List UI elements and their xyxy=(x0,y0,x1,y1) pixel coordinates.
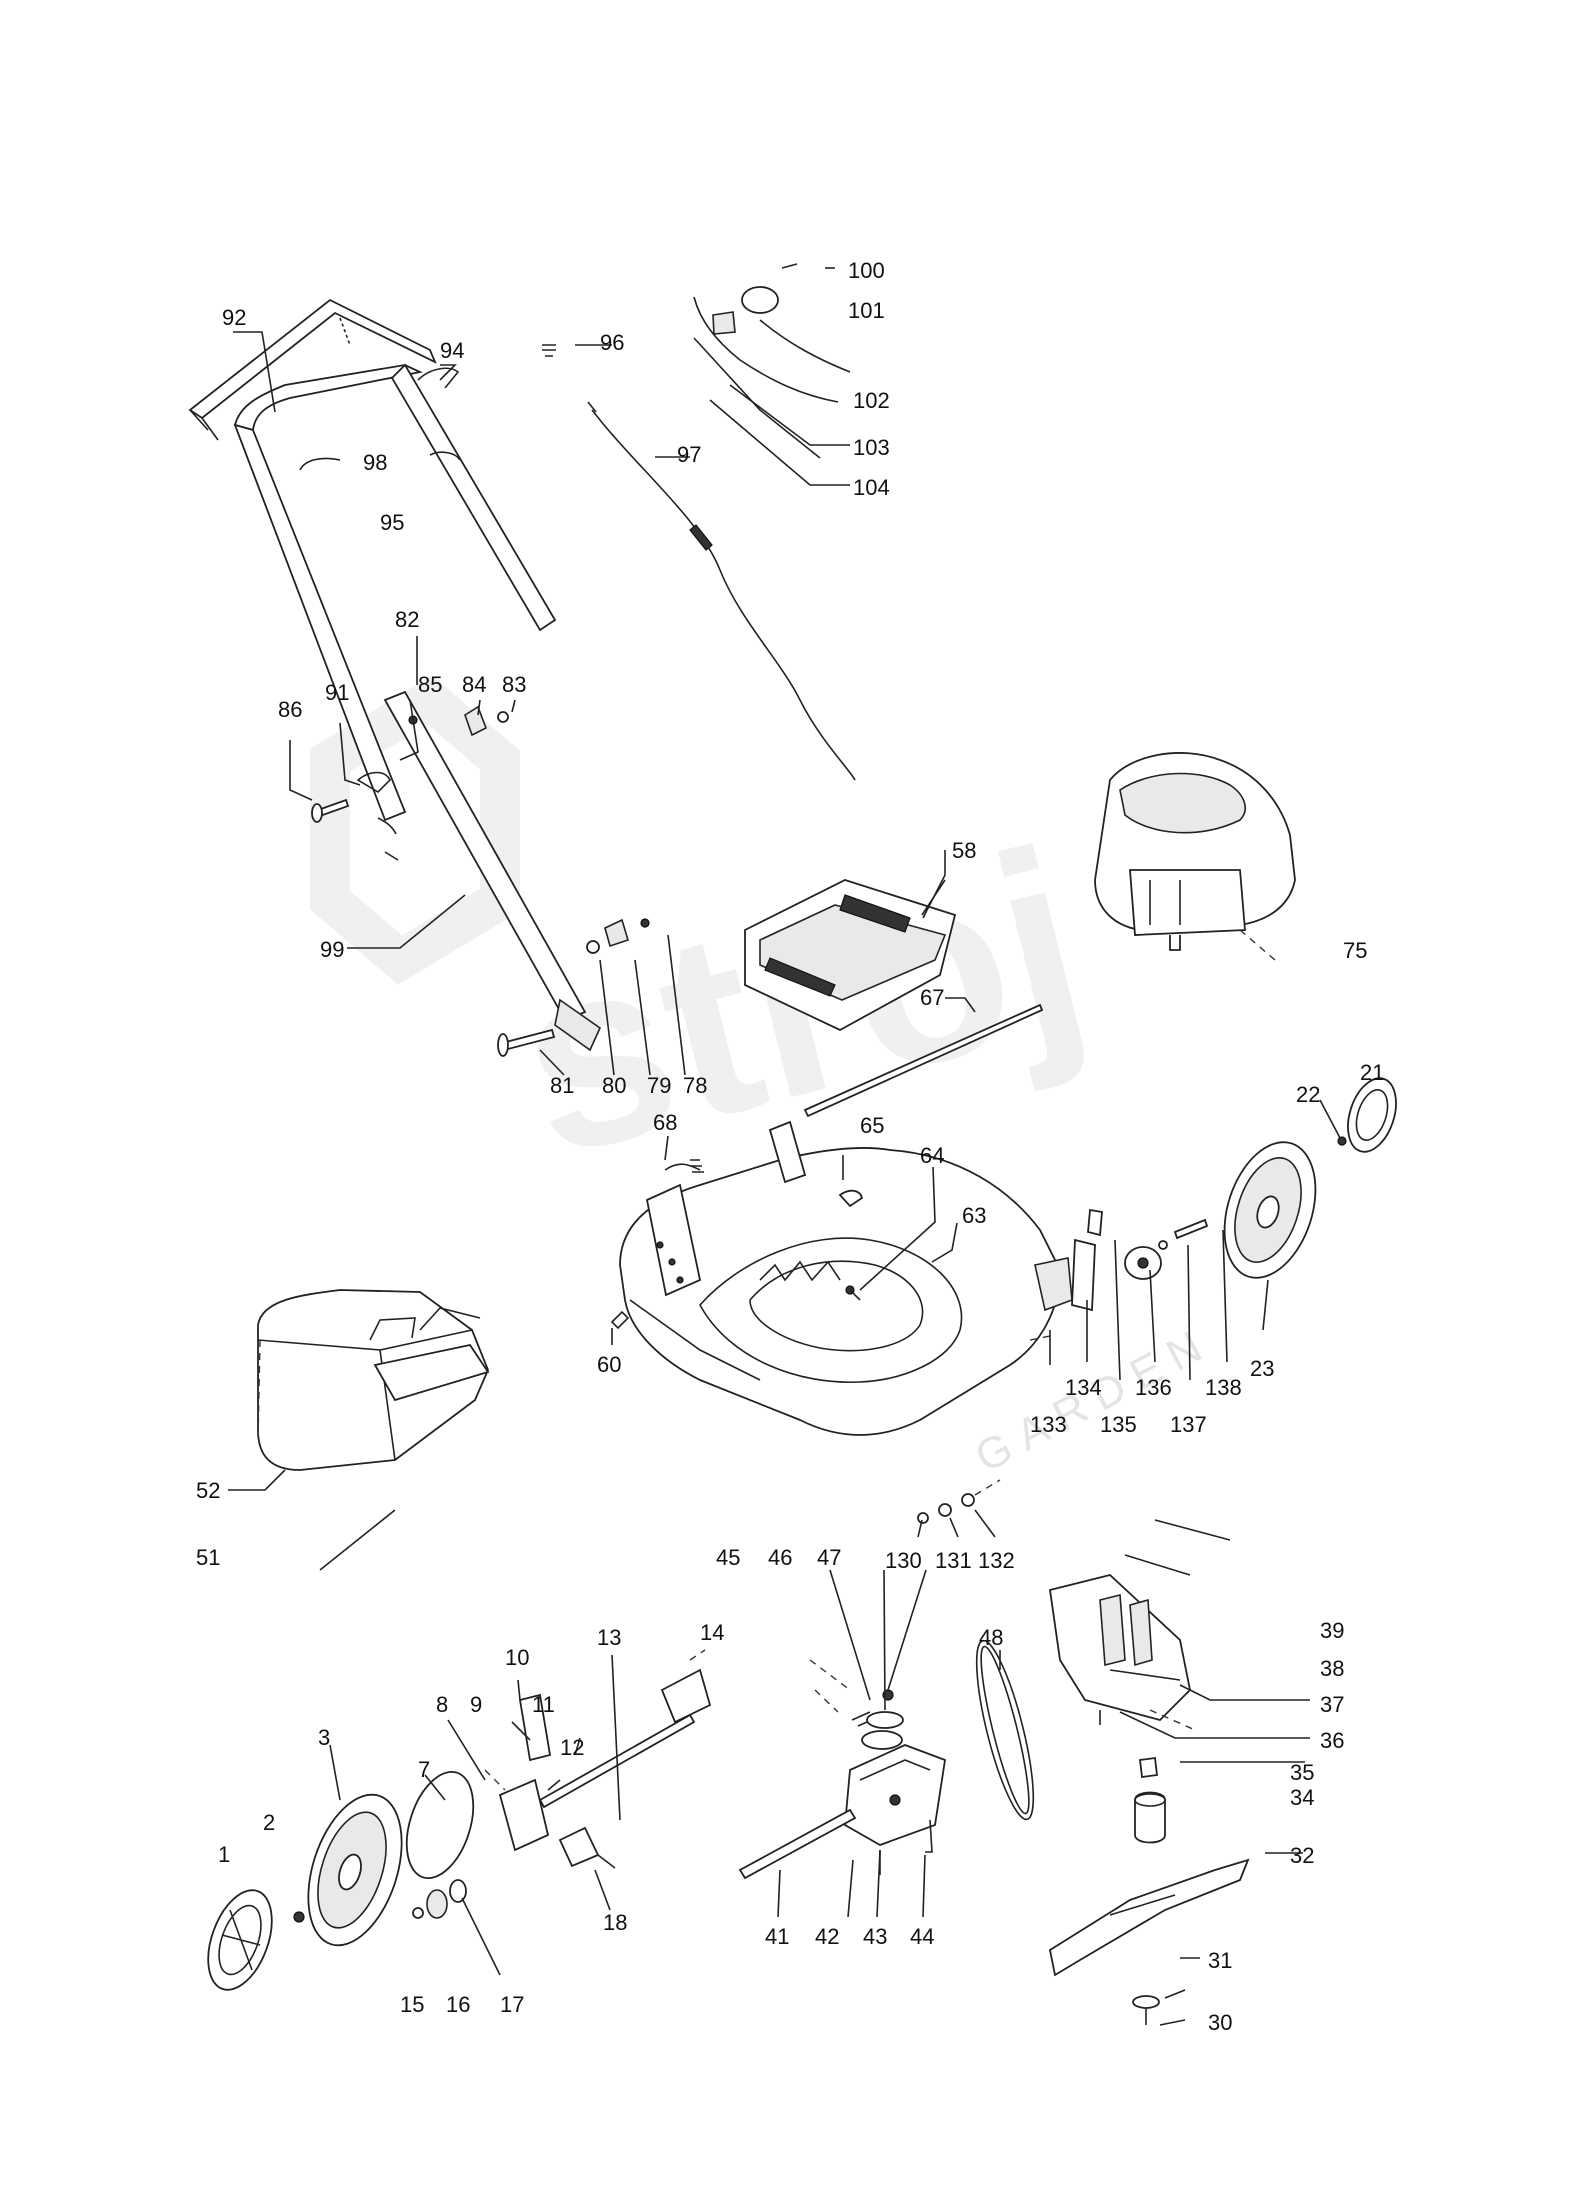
rear-cover xyxy=(745,880,1042,1116)
label-136: 136 xyxy=(1135,1375,1172,1400)
grass-bag xyxy=(258,1290,488,1470)
label-47: 47 xyxy=(817,1545,841,1570)
label-78: 78 xyxy=(683,1073,707,1098)
label-15: 15 xyxy=(400,1992,424,2017)
label-75: 75 xyxy=(1343,938,1367,963)
label-43: 43 xyxy=(863,1924,887,1949)
label-30: 30 xyxy=(1208,2010,1232,2035)
label-44: 44 xyxy=(910,1924,934,1949)
label-52: 52 xyxy=(196,1478,220,1503)
label-102: 102 xyxy=(853,388,890,413)
engine xyxy=(1095,753,1295,960)
label-83: 83 xyxy=(502,672,526,697)
label-137: 137 xyxy=(1170,1412,1207,1437)
label-65: 65 xyxy=(860,1113,884,1138)
label-48: 48 xyxy=(979,1625,1003,1650)
label-22: 22 xyxy=(1296,1082,1320,1107)
label-63: 63 xyxy=(962,1203,986,1228)
label-42: 42 xyxy=(815,1924,839,1949)
label-1: 1 xyxy=(218,1842,230,1867)
label-38: 38 xyxy=(1320,1656,1344,1681)
label-45: 45 xyxy=(716,1545,740,1570)
label-98: 98 xyxy=(363,450,387,475)
label-130: 130 xyxy=(885,1548,922,1573)
rear-wheel xyxy=(1035,1072,1405,1310)
label-101: 101 xyxy=(848,298,885,323)
mower-deck xyxy=(612,1122,1060,1435)
label-79: 79 xyxy=(647,1073,671,1098)
label-10: 10 xyxy=(505,1645,529,1670)
label-35: 35 xyxy=(1290,1760,1314,1785)
label-2: 2 xyxy=(263,1810,275,1835)
part-labels: 1 2 3 7 8 9 10 11 12 13 14 15 16 17 18 2… xyxy=(196,258,1384,2035)
label-96: 96 xyxy=(600,330,624,355)
label-31: 31 xyxy=(1208,1948,1232,1973)
label-92: 92 xyxy=(222,305,246,330)
label-95: 95 xyxy=(380,510,404,535)
label-36: 36 xyxy=(1320,1728,1344,1753)
leader-lines xyxy=(228,268,1340,2025)
label-91: 91 xyxy=(325,680,349,705)
blade-assembly xyxy=(1050,1758,1248,2025)
label-60: 60 xyxy=(597,1352,621,1377)
label-46: 46 xyxy=(768,1545,792,1570)
label-94: 94 xyxy=(440,338,464,363)
label-103: 103 xyxy=(853,435,890,460)
label-3: 3 xyxy=(318,1725,330,1750)
label-11: 11 xyxy=(532,1692,555,1717)
label-18: 18 xyxy=(603,1910,627,1935)
label-99: 99 xyxy=(320,937,344,962)
label-133: 133 xyxy=(1030,1412,1067,1437)
label-104: 104 xyxy=(853,475,890,500)
label-67: 67 xyxy=(920,985,944,1010)
label-9: 9 xyxy=(470,1692,482,1717)
label-17: 17 xyxy=(500,1992,524,2017)
label-34: 34 xyxy=(1290,1785,1314,1810)
label-7: 7 xyxy=(418,1757,430,1782)
label-32: 32 xyxy=(1290,1843,1314,1868)
label-16: 16 xyxy=(446,1992,470,2017)
label-86: 86 xyxy=(278,697,302,722)
label-21: 21 xyxy=(1360,1060,1384,1085)
label-51: 51 xyxy=(196,1545,220,1570)
label-14: 14 xyxy=(700,1620,724,1645)
gearbox xyxy=(740,1660,945,1878)
label-100: 100 xyxy=(848,258,885,283)
label-64: 64 xyxy=(920,1143,944,1168)
label-13: 13 xyxy=(597,1625,621,1650)
label-41: 41 xyxy=(765,1924,789,1949)
belt-guard xyxy=(1050,1520,1230,1730)
label-97: 97 xyxy=(677,442,701,467)
washers-130-132 xyxy=(918,1480,1000,1523)
drive-belt xyxy=(965,1636,1044,1823)
handle-assembly xyxy=(190,264,855,1056)
label-58: 58 xyxy=(952,838,976,863)
label-131: 131 xyxy=(935,1548,972,1573)
label-37: 37 xyxy=(1320,1692,1344,1717)
label-39: 39 xyxy=(1320,1618,1344,1643)
label-8: 8 xyxy=(436,1692,448,1717)
label-82: 82 xyxy=(395,607,419,632)
label-135: 135 xyxy=(1100,1412,1137,1437)
label-132: 132 xyxy=(978,1548,1015,1573)
label-68: 68 xyxy=(653,1110,677,1135)
label-23: 23 xyxy=(1250,1356,1274,1381)
label-138: 138 xyxy=(1205,1375,1242,1400)
label-80: 80 xyxy=(602,1073,626,1098)
label-134: 134 xyxy=(1065,1375,1102,1400)
label-81: 81 xyxy=(550,1073,574,1098)
label-12: 12 xyxy=(560,1735,584,1760)
label-85: 85 xyxy=(418,672,442,697)
label-84: 84 xyxy=(462,672,486,697)
